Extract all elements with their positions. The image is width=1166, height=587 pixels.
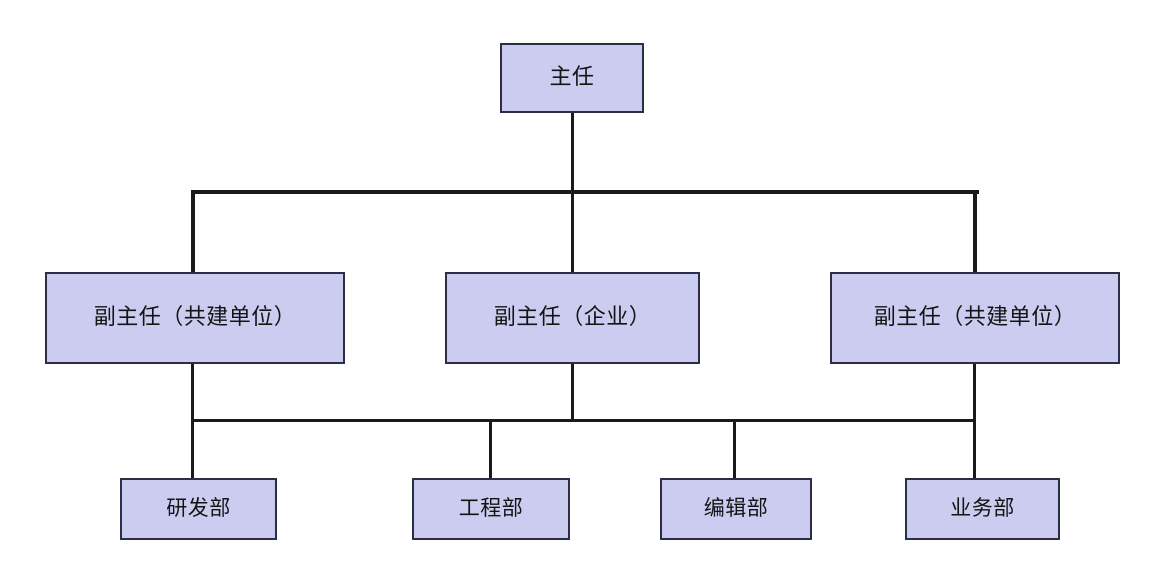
edge-level2-bar (191, 419, 976, 422)
node-deputy-partner-right-label: 副主任（共建单位） (873, 304, 1077, 330)
node-deputy-partner-left[interactable]: 副主任（共建单位） (45, 272, 345, 364)
edge-deputy-partner-right-stem (973, 364, 976, 422)
edge-to-business-dept (973, 419, 976, 478)
edge-to-deputy-partner-right (973, 190, 977, 274)
node-director[interactable]: 主任 (500, 43, 644, 113)
edge-director-stem (571, 113, 574, 193)
edge-to-rd-dept (191, 419, 194, 478)
node-business-dept-label: 业务部 (950, 496, 1015, 521)
edge-to-deputy-enterprise (571, 190, 574, 274)
node-editorial-dept[interactable]: 编辑部 (660, 478, 812, 540)
edge-to-editorial-dept (733, 419, 736, 478)
edge-deputy-enterprise-stem (571, 364, 574, 422)
edge-deputy-partner-left-stem (191, 364, 194, 422)
node-business-dept[interactable]: 业务部 (905, 478, 1060, 540)
node-editorial-dept-label: 编辑部 (703, 496, 769, 521)
node-engineering-dept-label: 工程部 (458, 496, 524, 521)
edge-level1-bar (193, 190, 979, 194)
node-deputy-partner-left-label: 副主任（共建单位） (93, 304, 297, 330)
node-rd-dept-label: 研发部 (166, 496, 231, 521)
node-rd-dept[interactable]: 研发部 (120, 478, 277, 540)
node-deputy-partner-right[interactable]: 副主任（共建单位） (830, 272, 1120, 364)
node-deputy-enterprise[interactable]: 副主任（企业） (445, 272, 700, 364)
node-deputy-enterprise-label: 副主任（企业） (493, 304, 652, 330)
node-director-label: 主任 (549, 64, 595, 90)
edge-to-engineering-dept (489, 419, 492, 478)
node-engineering-dept[interactable]: 工程部 (412, 478, 570, 540)
edge-to-deputy-partner-left (191, 190, 195, 274)
